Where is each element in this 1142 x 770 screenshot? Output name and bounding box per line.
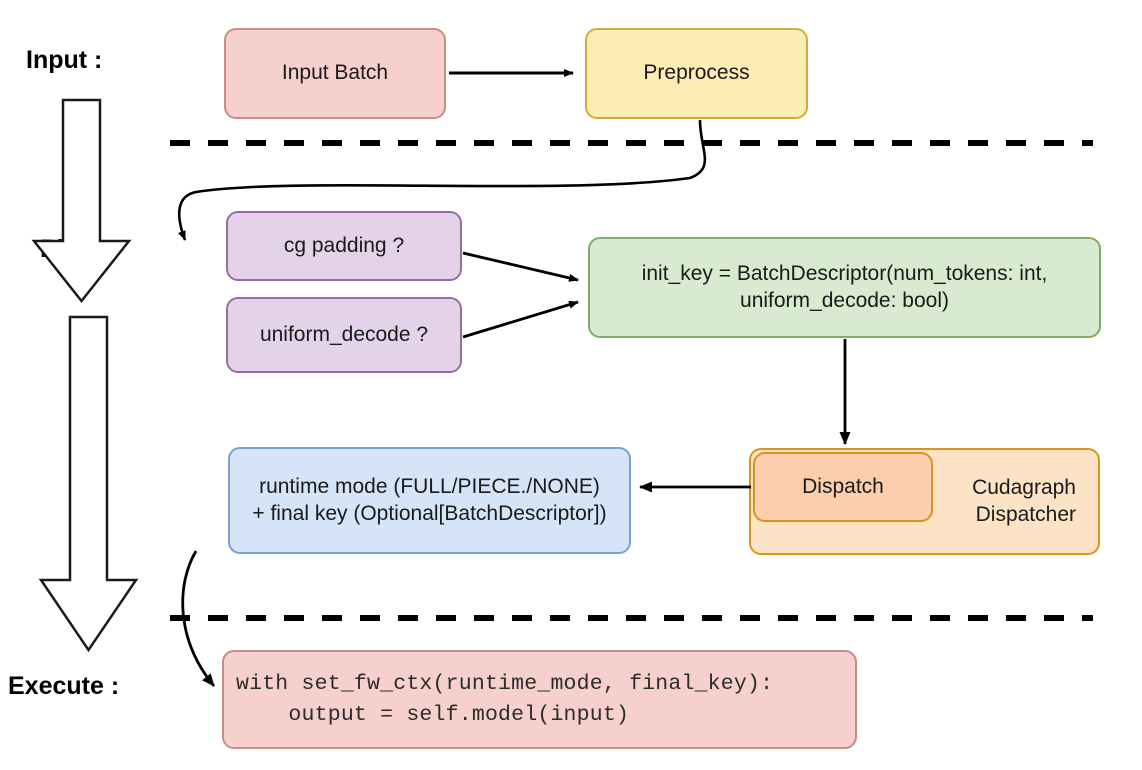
node-runtime-mode-line2: + final key (Optional[BatchDescriptor]): [252, 501, 607, 525]
input-to-plan-arrow: [31, 98, 132, 304]
stage-label-input: Input :: [26, 46, 103, 74]
node-execute-code[interactable]: with set_fw_ctx(runtime_mode, final_key)…: [222, 650, 857, 749]
node-execute-code-line2: output = self.model(input): [236, 702, 630, 727]
edge-runtime-mode-to-execute-code: [181, 550, 216, 687]
node-input-batch[interactable]: Input Batch: [224, 28, 446, 119]
node-input-batch-label: Input Batch: [281, 61, 389, 85]
node-preprocess-label: Preprocess: [643, 61, 750, 85]
edge-cg-padding-to-init-key: [462, 251, 579, 282]
node-dispatch[interactable]: Dispatch: [753, 452, 933, 522]
node-dispatch-label: Dispatch: [802, 474, 884, 498]
edge-uniform-decode-to-init-key: [462, 300, 579, 339]
stage-label-plan: Plan :: [40, 235, 109, 263]
node-init-key-line1: init_key = BatchDescriptor(num_tokens: i…: [641, 261, 1048, 285]
node-runtime-mode[interactable]: runtime mode (FULL/PIECE./NONE) + final …: [228, 447, 631, 554]
node-init-key-line2: uniform_decode: bool): [740, 288, 949, 312]
node-cg-padding-label: cg padding ?: [283, 233, 405, 257]
node-init-key[interactable]: init_key = BatchDescriptor(num_tokens: i…: [588, 237, 1101, 338]
node-preprocess[interactable]: Preprocess: [585, 28, 808, 119]
stage-label-execute: Execute :: [8, 672, 120, 700]
node-cg-padding[interactable]: cg padding ?: [226, 211, 462, 281]
node-uniform-decode[interactable]: uniform_decode ?: [226, 297, 462, 373]
node-uniform-decode-label: uniform_decode ?: [259, 322, 429, 346]
node-runtime-mode-line1: runtime mode (FULL/PIECE./NONE): [259, 474, 600, 498]
node-cudagraph-dispatcher-line2: Dispatcher: [975, 502, 1076, 526]
node-cudagraph-dispatcher-line1: Cudagraph: [972, 475, 1076, 499]
node-execute-code-line1: with set_fw_ctx(runtime_mode, final_key)…: [236, 671, 774, 696]
plan-to-execute-arrow: [38, 315, 139, 653]
